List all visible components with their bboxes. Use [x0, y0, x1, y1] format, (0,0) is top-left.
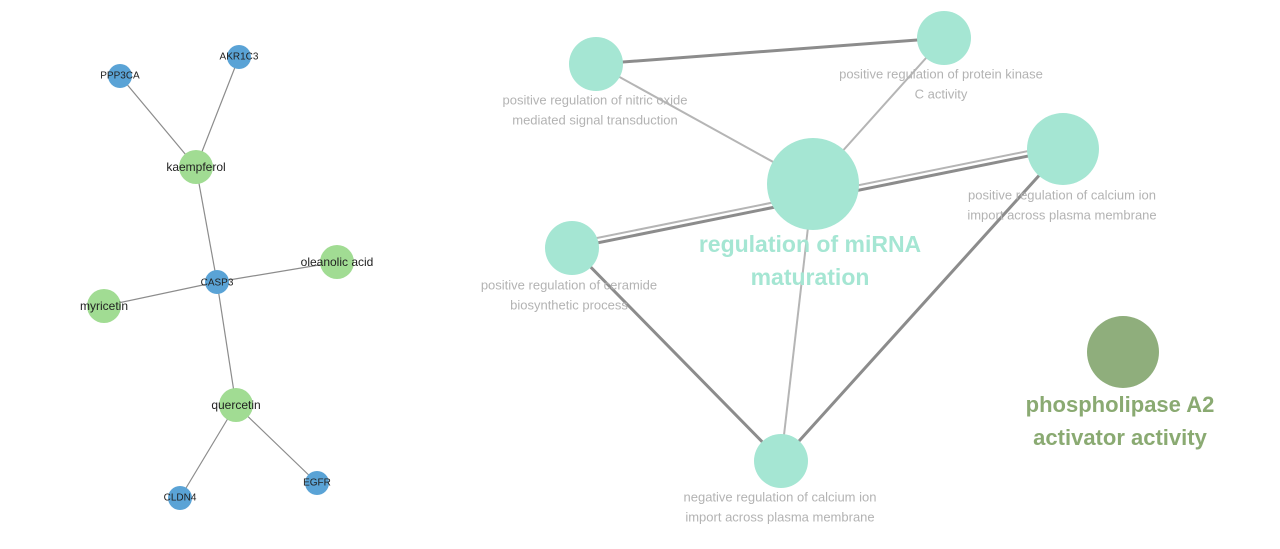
- left-node-label-myricetin: myricetin: [80, 299, 128, 313]
- left-node-label-akr1c3: AKR1C3: [220, 52, 259, 63]
- right-node-label-pla2-line-1: phospholipase A2: [1026, 392, 1215, 417]
- right-edge-calcium_pos-calcium_neg-5: [779, 147, 1065, 463]
- right-edge-mirna-calcium_neg-7: [780, 183, 814, 462]
- left-network-nodes: [87, 45, 354, 510]
- left-node-label-casp3: CASP3: [201, 278, 234, 289]
- left-edge-casp3-oleanolic: [216, 261, 338, 283]
- right-node-nitric[interactable]: [569, 37, 623, 91]
- left-edge-ppp3ca-kaempferol: [119, 75, 197, 168]
- right-node-pla2[interactable]: [1087, 316, 1159, 388]
- right-node-label-ceramide-line-1: positive regulation of ceramide: [481, 277, 657, 292]
- right-node-label-pkc-line-1: positive regulation of protein kinase: [839, 66, 1043, 81]
- left-node-akr1c3[interactable]: [227, 45, 251, 69]
- right-node-label-calcium_neg-line-1: negative regulation of calcium ion: [684, 489, 877, 504]
- right-node-label-nitric-line-1: positive regulation of nitric oxide: [503, 92, 688, 107]
- right-network-labels: positive regulation of nitric oxide media…: [481, 66, 1214, 524]
- left-edge-quercetin-cldn4: [179, 404, 237, 499]
- left-edge-kaempferol-casp3: [195, 166, 218, 283]
- left-network-labels: PPP3CA AKR1C3 kaempferol oleanolic acidCASP…: [80, 52, 373, 504]
- left-edge-quercetin-egfr: [235, 404, 318, 484]
- right-node-ceramide[interactable]: [545, 221, 599, 275]
- left-node-quercetin[interactable]: [219, 388, 253, 422]
- right-node-calcium_pos[interactable]: [1027, 113, 1099, 185]
- left-node-label-kaempferol: kaempferol: [166, 160, 225, 174]
- right-node-label-ceramide-line-2: biosynthetic process: [510, 297, 628, 312]
- right-node-label-calcium_pos-line-2: import across plasma membrane: [967, 207, 1156, 222]
- right-edge-nitric-pkc-0: [595, 36, 945, 66]
- right-node-label-mirna-line-2: maturation: [751, 264, 870, 290]
- right-node-label-nitric-line-2: mediated signal transduction: [512, 112, 678, 127]
- left-edge-casp3-quercetin: [216, 281, 237, 406]
- left-node-label-oleanolic: oleanolic acid: [301, 255, 374, 269]
- left-edge-casp3-myricetin: [103, 281, 218, 307]
- right-node-label-calcium_pos-line-1: positive regulation of calcium ion: [968, 187, 1156, 202]
- right-node-label-mirna-line-1: regulation of miRNA: [699, 231, 921, 257]
- left-edge-akr1c3-kaempferol: [195, 56, 240, 168]
- left-node-oleanolic[interactable]: [320, 245, 354, 279]
- right-node-label-calcium_neg-line-2: import across plasma membrane: [685, 509, 874, 524]
- right-node-label-pkc-line-2: C activity: [915, 86, 968, 101]
- left-node-label-quercetin: quercetin: [211, 398, 260, 412]
- right-edge-ceramide-calcium_neg-6: [570, 246, 783, 463]
- left-node-casp3[interactable]: [205, 270, 229, 294]
- left-node-label-egfr: EGFR: [303, 478, 331, 489]
- left-node-cldn4[interactable]: [168, 486, 192, 510]
- right-node-pkc[interactable]: [917, 11, 971, 65]
- left-node-egfr[interactable]: [305, 471, 329, 495]
- right-node-label-pla2-line-2: activator activity: [1033, 425, 1207, 450]
- right-network-nodes: [545, 11, 1159, 488]
- left-network-edges: [103, 56, 338, 499]
- left-node-ppp3ca[interactable]: [108, 64, 132, 88]
- left-node-myricetin[interactable]: [87, 289, 121, 323]
- left-node-label-ppp3ca: PPP3CA: [100, 71, 140, 82]
- left-node-label-cldn4: CLDN4: [164, 493, 197, 504]
- right-node-calcium_neg[interactable]: [754, 434, 808, 488]
- left-node-kaempferol[interactable]: [179, 150, 213, 184]
- right-node-mirna[interactable]: [767, 138, 859, 230]
